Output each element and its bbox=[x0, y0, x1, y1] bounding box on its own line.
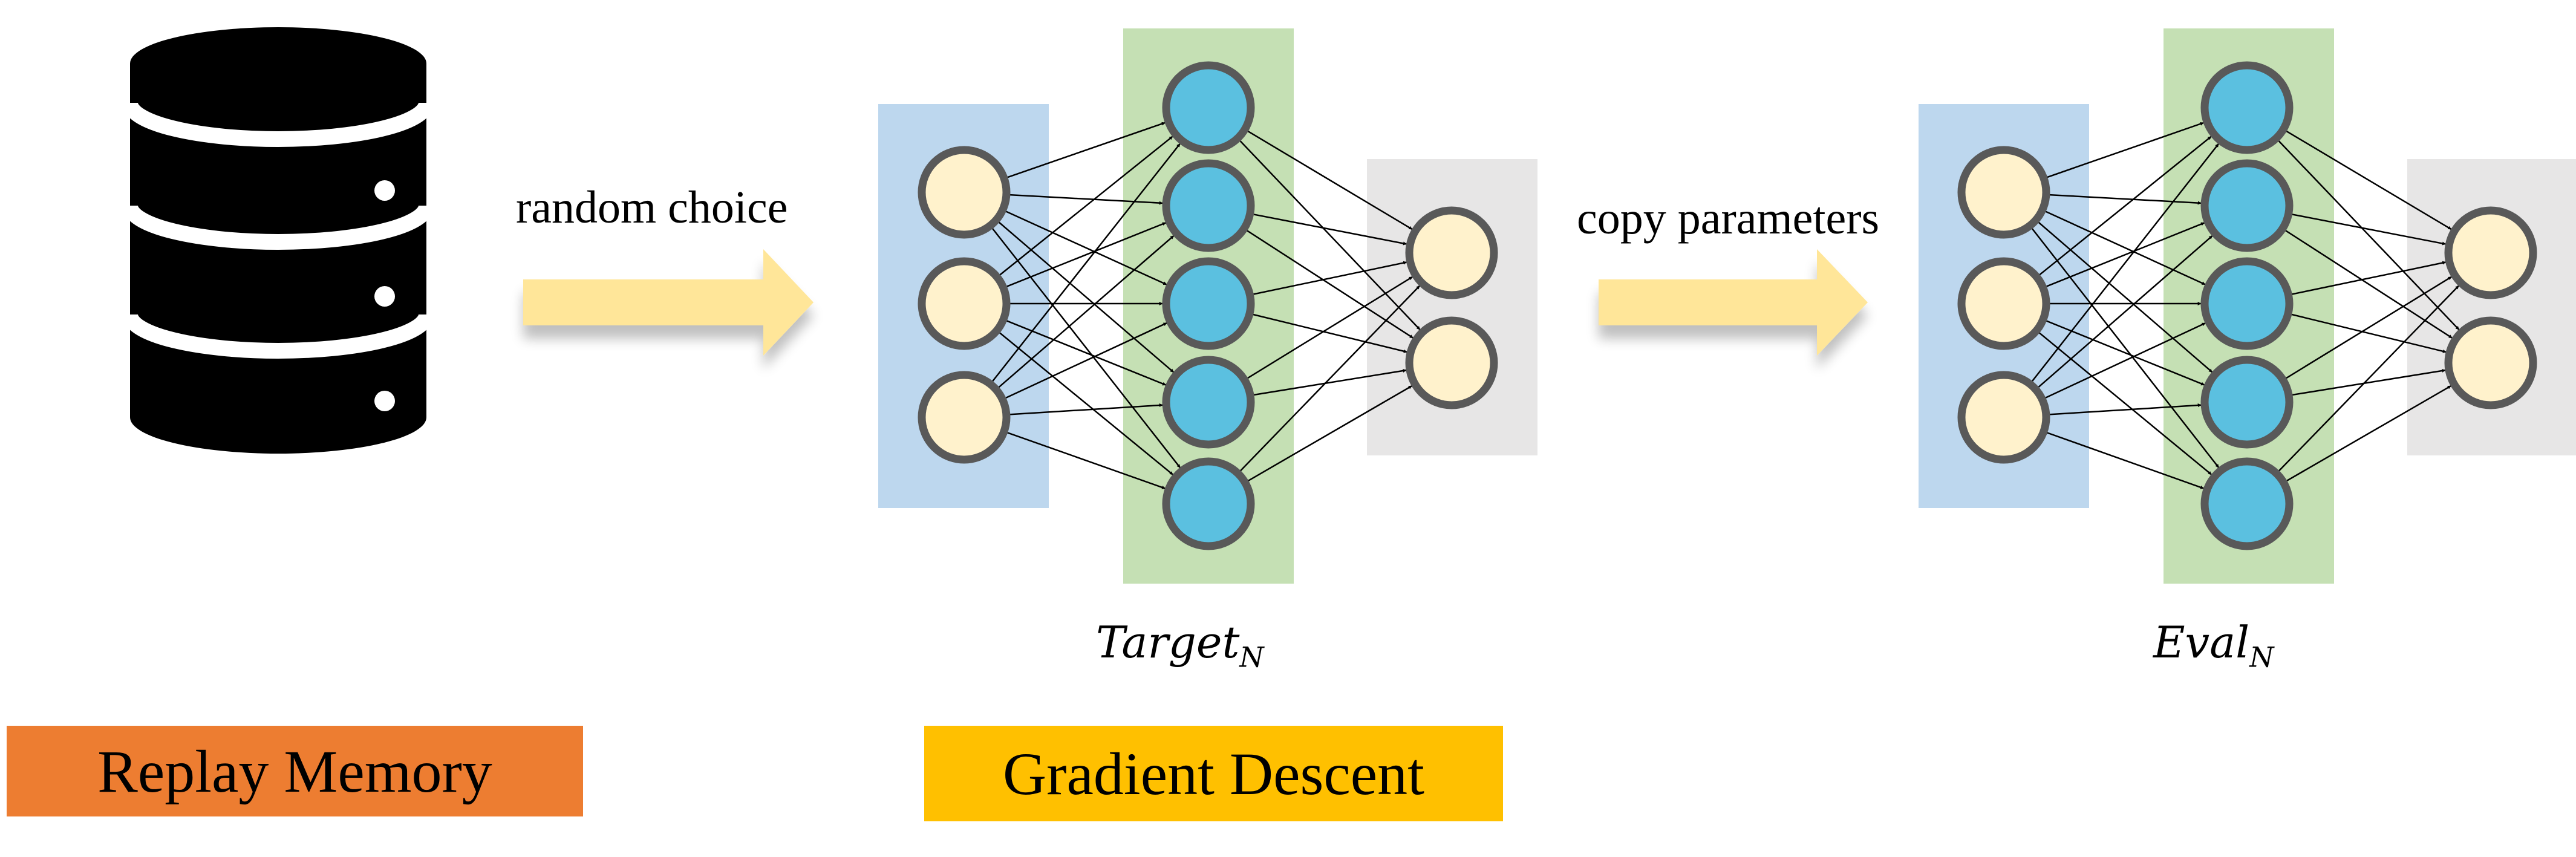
eval-connection bbox=[2043, 403, 2202, 416]
eval-hidden-node bbox=[2200, 159, 2294, 252]
eval-connection bbox=[2040, 322, 2206, 402]
eval-output-node bbox=[2444, 316, 2537, 409]
target-connection bbox=[1001, 122, 1166, 180]
target-connection bbox=[988, 223, 1181, 468]
target-connection bbox=[1242, 276, 1413, 382]
random-choice-label: random choice bbox=[516, 182, 788, 233]
eval-connection bbox=[2033, 235, 2213, 392]
target-hidden-node bbox=[1162, 457, 1255, 550]
eval-connection bbox=[2285, 312, 2447, 353]
eval-nodes bbox=[1957, 61, 2537, 550]
eval-hidden-node bbox=[2200, 356, 2294, 449]
target-input-node bbox=[918, 146, 1011, 239]
database-icon bbox=[122, 27, 434, 454]
target-input-node bbox=[918, 371, 1011, 464]
target-connection bbox=[1001, 429, 1166, 489]
target-connection bbox=[1000, 322, 1167, 402]
target-input-node bbox=[918, 257, 1011, 350]
target-connection bbox=[1003, 194, 1163, 205]
eval-connection bbox=[2027, 143, 2220, 386]
target-network bbox=[878, 28, 1537, 584]
eval-hidden-node bbox=[2200, 61, 2294, 154]
target-connection bbox=[1242, 385, 1412, 484]
eval-connection bbox=[2040, 318, 2205, 386]
eval-network-caption: EvalN bbox=[2153, 617, 2274, 674]
target-connection bbox=[1242, 127, 1413, 230]
target-connection bbox=[994, 235, 1175, 392]
target-connection bbox=[1247, 261, 1407, 296]
target-output-layer bbox=[1367, 159, 1537, 455]
eval-network bbox=[1919, 28, 2576, 584]
eval-connection bbox=[2041, 429, 2204, 489]
copy-parameters-arrow bbox=[1599, 249, 1868, 356]
eval-connection bbox=[2286, 261, 2447, 296]
eval-connection bbox=[2281, 127, 2452, 230]
target-connection bbox=[1236, 285, 1421, 476]
eval-connection bbox=[2034, 135, 2212, 279]
eval-connection bbox=[2043, 194, 2202, 205]
target-connection bbox=[994, 328, 1174, 475]
target-connection bbox=[1003, 403, 1163, 416]
target-connection bbox=[1000, 318, 1167, 386]
eval-input-node bbox=[1957, 257, 2050, 350]
target-network-caption: TargetN bbox=[1096, 617, 1264, 674]
eval-connections bbox=[2027, 122, 2460, 489]
target-connection bbox=[1000, 208, 1167, 285]
eval-connection bbox=[2033, 218, 2213, 373]
random-choice-arrow bbox=[523, 249, 814, 356]
eval-input-node bbox=[1957, 146, 2050, 239]
eval-output-node bbox=[2444, 206, 2537, 299]
target-hidden-node bbox=[1162, 257, 1255, 350]
target-output-node bbox=[1405, 316, 1498, 409]
target-connection bbox=[1241, 226, 1414, 339]
gradient-descent-label: Gradient Descent bbox=[924, 726, 1503, 821]
eval-connection bbox=[2286, 212, 2446, 246]
target-connection bbox=[1247, 312, 1407, 353]
eval-hidden-node bbox=[2200, 257, 2294, 350]
target-connection bbox=[1235, 135, 1421, 330]
eval-output-layer bbox=[2407, 159, 2576, 455]
target-connection bbox=[994, 135, 1173, 279]
eval-connection bbox=[2274, 135, 2460, 330]
target-hidden-node bbox=[1162, 159, 1255, 252]
target-hidden-node bbox=[1162, 356, 1255, 449]
eval-connection bbox=[2034, 328, 2212, 475]
eval-connection bbox=[2041, 122, 2204, 180]
target-nodes bbox=[918, 61, 1498, 550]
target-connection bbox=[1247, 212, 1407, 246]
target-connections bbox=[988, 122, 1421, 489]
target-connection bbox=[1000, 222, 1167, 290]
replay-memory-label: Replay Memory bbox=[7, 726, 583, 816]
eval-connection bbox=[2027, 223, 2220, 468]
target-connection bbox=[988, 143, 1181, 386]
eval-connection bbox=[2281, 385, 2451, 485]
target-output-node bbox=[1405, 206, 1498, 299]
eval-connection bbox=[2274, 285, 2459, 476]
eval-hidden-node bbox=[2200, 457, 2294, 550]
target-connection bbox=[1247, 369, 1407, 397]
eval-connection bbox=[2280, 226, 2453, 339]
eval-connection bbox=[2040, 222, 2205, 290]
target-hidden-node bbox=[1162, 61, 1255, 154]
target-connection bbox=[994, 218, 1175, 373]
eval-connection bbox=[2286, 368, 2446, 397]
copy-parameters-label: copy parameters bbox=[1577, 193, 1880, 244]
eval-connection bbox=[2040, 208, 2206, 285]
eval-connection bbox=[2280, 276, 2452, 382]
eval-input-node bbox=[1957, 371, 2050, 464]
